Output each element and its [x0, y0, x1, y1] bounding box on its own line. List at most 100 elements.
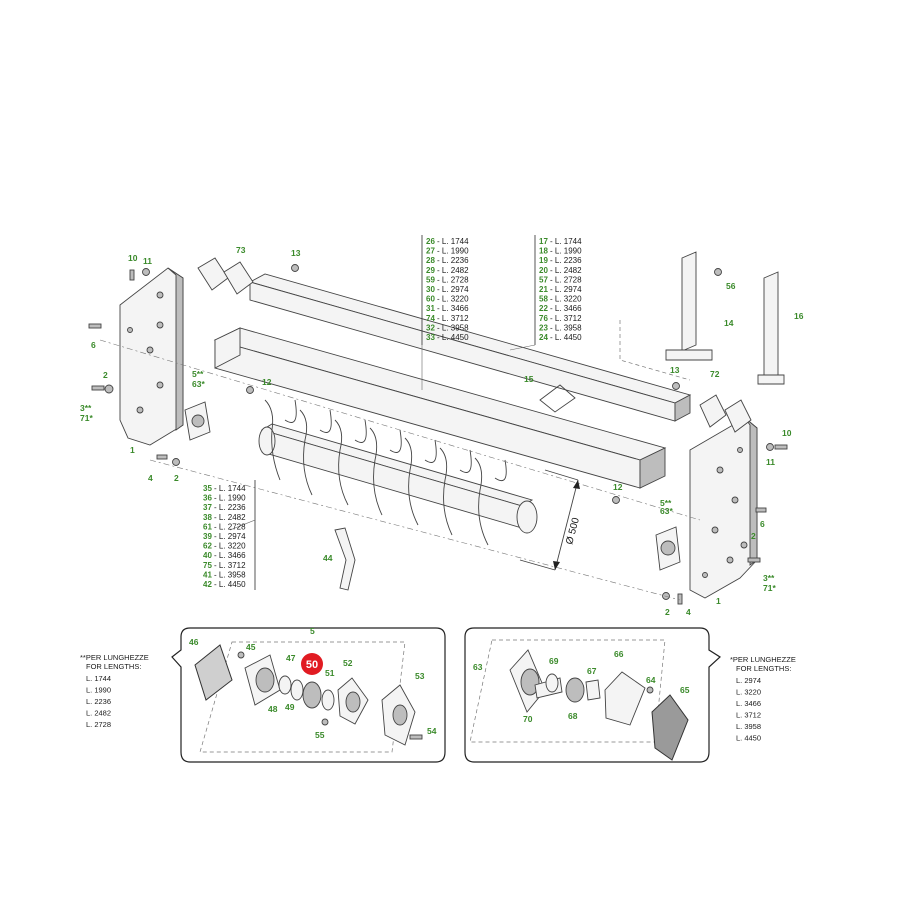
table-b-row-id[interactable]: 57 — [539, 275, 548, 284]
table-c-row-id[interactable]: 42 — [203, 580, 212, 589]
left-bearing-housing[interactable] — [184, 401, 211, 441]
callout-71b[interactable]: 71* — [763, 583, 776, 593]
callout-65[interactable]: 65 — [680, 685, 690, 695]
gasket-65[interactable] — [651, 694, 689, 761]
ring-48[interactable] — [278, 675, 292, 695]
pin-15[interactable] — [539, 384, 576, 413]
callout-14[interactable]: 14 — [724, 318, 734, 328]
flange-47[interactable] — [244, 654, 281, 706]
table-b-row-id[interactable]: 18 — [539, 247, 548, 256]
callout-11a[interactable]: 11 — [143, 256, 152, 266]
callout-11b[interactable]: 11 — [766, 457, 775, 467]
table-a-row-id[interactable]: 33 — [426, 333, 435, 342]
callout-44[interactable]: 44 — [323, 553, 333, 563]
callout-54[interactable]: 54 — [427, 726, 437, 736]
ring-51[interactable] — [321, 689, 335, 711]
callout-63c[interactable]: 63 — [473, 662, 483, 672]
table-c-row-id[interactable]: 61 — [203, 522, 212, 531]
callout-49[interactable]: 49 — [285, 702, 295, 712]
rear-tube[interactable] — [248, 273, 692, 422]
table-a-row-id[interactable]: 30 — [426, 285, 435, 294]
table-b-row-id[interactable]: 19 — [539, 256, 548, 265]
bolt-54[interactable] — [409, 734, 423, 740]
table-b-row-id[interactable]: 20 — [539, 266, 548, 275]
callout-52[interactable]: 52 — [343, 658, 353, 668]
callout-2b[interactable]: 2 — [174, 473, 179, 483]
callout-2c[interactable]: 2 — [751, 531, 756, 541]
table-c-row-id[interactable]: 39 — [203, 532, 212, 541]
table-a-row-id[interactable]: 27 — [426, 247, 435, 256]
nut-67[interactable] — [585, 679, 601, 701]
callout-46[interactable]: 46 — [189, 637, 199, 647]
callout-67[interactable]: 67 — [587, 666, 597, 676]
callout-10b[interactable]: 10 — [782, 428, 792, 438]
callout-63a[interactable]: 63* — [192, 379, 205, 389]
table-b-row-id[interactable]: 21 — [539, 285, 548, 294]
callout-66[interactable]: 66 — [614, 649, 624, 659]
callout-2a[interactable]: 2 — [103, 370, 108, 380]
gasket-46[interactable] — [194, 644, 233, 701]
callout-5c[interactable]: 5 — [310, 626, 315, 636]
callout-3b[interactable]: 3** — [763, 573, 775, 583]
callout-56[interactable]: 56 — [726, 281, 736, 291]
table-c-row-id[interactable]: 37 — [203, 503, 212, 512]
callout-3a[interactable]: 3** — [80, 403, 92, 413]
callout-5b[interactable]: 5** — [660, 498, 672, 508]
callout-13b[interactable]: 13 — [670, 365, 680, 375]
table-a-row-id[interactable]: 26 — [426, 237, 435, 246]
table-b-row-id[interactable]: 24 — [539, 333, 548, 342]
ring-49[interactable] — [290, 679, 304, 701]
highlighted-callout-50[interactable]: 50 — [301, 653, 323, 675]
callout-53[interactable]: 53 — [415, 671, 425, 681]
table-c-row-id[interactable]: 38 — [203, 513, 212, 522]
right-side-plate[interactable] — [689, 417, 758, 599]
callout-73[interactable]: 73 — [236, 245, 246, 255]
callout-12b[interactable]: 12 — [613, 482, 623, 492]
callout-1b[interactable]: 1 — [716, 596, 721, 606]
table-a-row-id[interactable]: 28 — [426, 256, 435, 265]
callout-6b[interactable]: 6 — [760, 519, 765, 529]
callout-16[interactable]: 16 — [794, 311, 804, 321]
bracket-72[interactable] — [699, 394, 752, 433]
callout-4a[interactable]: 4 — [148, 473, 153, 483]
table-b-row-id[interactable]: 76 — [539, 314, 548, 323]
callout-63b[interactable]: 63* — [660, 506, 673, 516]
callout-68[interactable]: 68 — [568, 711, 578, 721]
bolts[interactable] — [88, 264, 788, 605]
callout-10a[interactable]: 10 — [128, 253, 138, 263]
table-c-row-id[interactable]: 35 — [203, 484, 212, 493]
tine-44[interactable] — [334, 527, 356, 591]
callout-1a[interactable]: 1 — [130, 445, 135, 455]
callout-6a[interactable]: 6 — [91, 340, 96, 350]
callout-4b[interactable]: 4 — [686, 607, 691, 617]
bracket-73[interactable] — [197, 257, 254, 295]
table-b-row-id[interactable]: 58 — [539, 295, 548, 304]
callout-15[interactable]: 15 — [524, 374, 534, 384]
front-beam[interactable] — [213, 327, 667, 489]
callout-48[interactable]: 48 — [268, 704, 278, 714]
table-c-row-id[interactable]: 75 — [203, 561, 212, 570]
flange-63[interactable] — [509, 649, 546, 713]
callout-13a[interactable]: 13 — [291, 248, 301, 258]
flange-52[interactable] — [337, 677, 369, 725]
table-a-row-id[interactable]: 74 — [426, 314, 435, 323]
table-b-row-id[interactable]: 17 — [539, 237, 548, 246]
callout-5a[interactable]: 5** — [192, 369, 204, 379]
callout-69[interactable]: 69 — [549, 656, 559, 666]
table-a-row-id[interactable]: 32 — [426, 323, 435, 332]
plate-53[interactable] — [381, 684, 416, 746]
ring-69[interactable] — [545, 673, 559, 693]
bearing-50[interactable] — [302, 681, 322, 709]
rotor-shaft[interactable] — [258, 423, 538, 534]
table-b-row-id[interactable]: 23 — [539, 323, 548, 332]
support-14[interactable] — [665, 251, 713, 361]
callout-70[interactable]: 70 — [523, 714, 533, 724]
table-c-row-id[interactable]: 41 — [203, 570, 212, 579]
bearing-68[interactable] — [565, 677, 585, 703]
table-c-row-id[interactable]: 36 — [203, 494, 212, 503]
screw-45[interactable] — [237, 651, 245, 659]
table-a-row-id[interactable]: 60 — [426, 295, 435, 304]
table-a-row-id[interactable]: 31 — [426, 304, 435, 313]
rotor-tines[interactable] — [264, 399, 507, 546]
table-b-row-id[interactable]: 22 — [539, 304, 548, 313]
